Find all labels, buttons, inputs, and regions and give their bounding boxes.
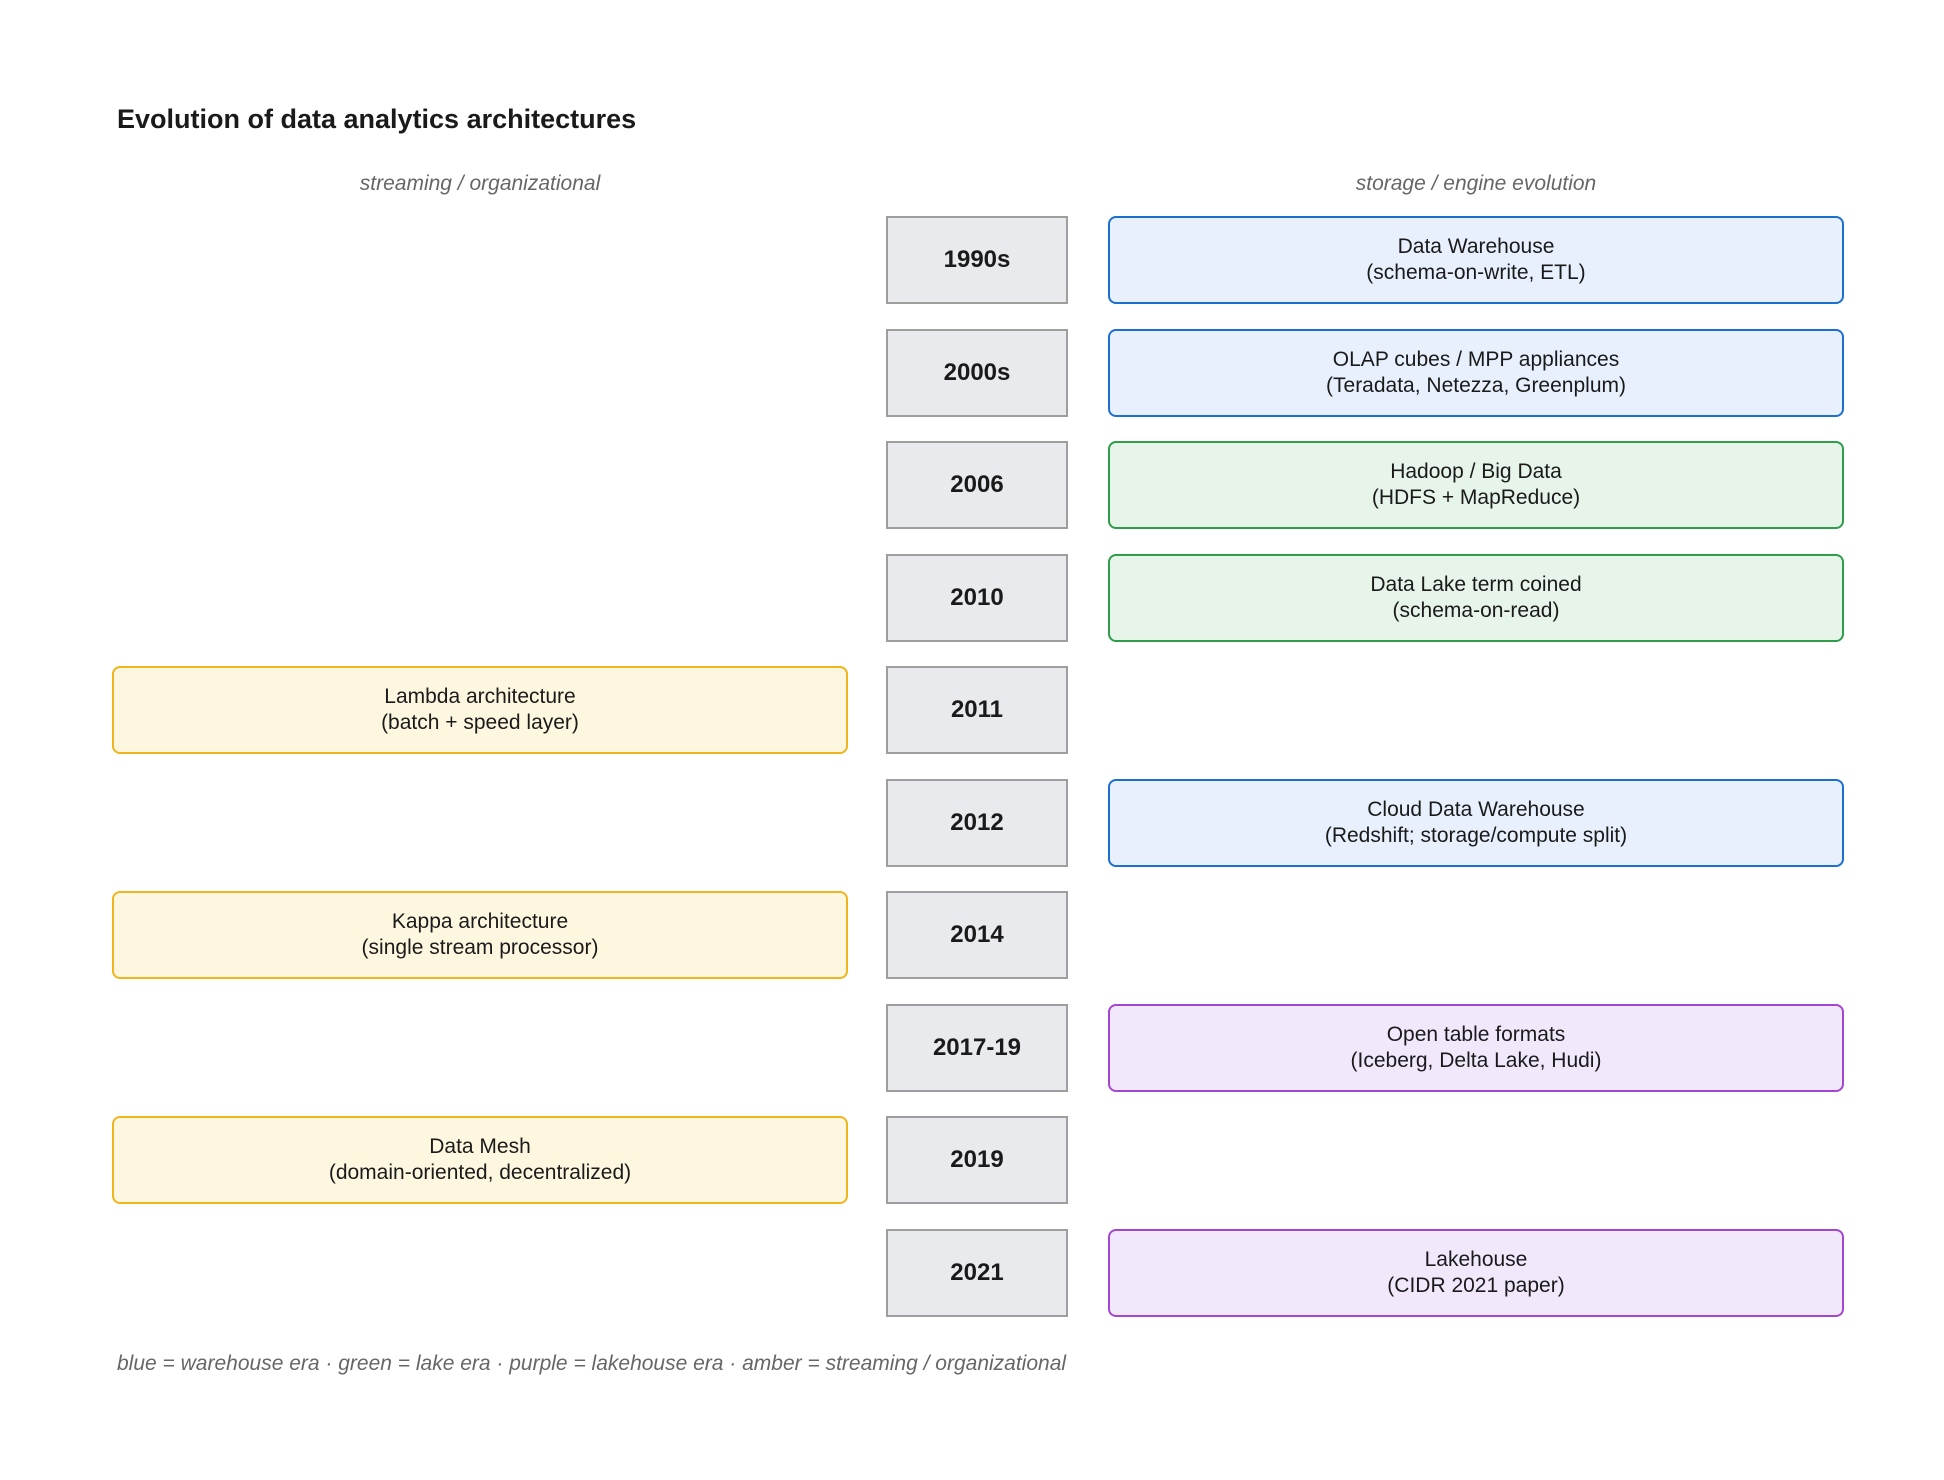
event-detail: (schema-on-write, ETL) (1366, 261, 1586, 284)
event-detail: (Iceberg, Delta Lake, Hudi) (1350, 1049, 1602, 1072)
timeline-row: 2006 Hadoop / Big Data (HDFS + MapReduce… (0, 441, 1944, 531)
event-title: Data Lake term coined (1370, 573, 1582, 596)
event-detail: (Redshift; storage/compute split) (1324, 824, 1628, 847)
year-box: 2011 (886, 666, 1068, 754)
color-legend: blue = warehouse era · green = lake era … (117, 1352, 1067, 1375)
timeline-row: 2012 Cloud Data Warehouse (Redshift; sto… (0, 779, 1944, 869)
year-box: 2000s (886, 329, 1068, 417)
event-box: Open table formats (Iceberg, Delta Lake,… (1108, 1004, 1844, 1092)
event-detail: (CIDR 2021 paper) (1387, 1274, 1565, 1297)
year-box: 1990s (886, 216, 1068, 304)
event-box: Lakehouse (CIDR 2021 paper) (1108, 1229, 1844, 1317)
event-title: Lakehouse (1424, 1248, 1528, 1271)
event-title: Kappa architecture (391, 910, 569, 933)
event-box: Data Mesh (domain-oriented, decentralize… (112, 1116, 848, 1204)
event-box: Kappa architecture (single stream proces… (112, 891, 848, 979)
event-detail: (Teradata, Netezza, Greenplum) (1326, 374, 1626, 397)
year-box: 2014 (886, 891, 1068, 979)
event-detail: (HDFS + MapReduce) (1371, 486, 1581, 509)
event-box: Data Lake term coined (schema-on-read) (1108, 554, 1844, 642)
event-box: Lambda architecture (batch + speed layer… (112, 666, 848, 754)
event-detail: (single stream processor) (361, 936, 599, 959)
timeline-row: Kappa architecture (single stream proces… (0, 891, 1944, 981)
event-title: Hadoop / Big Data (1390, 460, 1562, 483)
year-box: 2010 (886, 554, 1068, 642)
right-column-header: storage / engine evolution (1355, 172, 1597, 195)
event-title: Open table formats (1386, 1023, 1566, 1046)
left-column-header: streaming / organizational (359, 172, 601, 195)
event-detail: (batch + speed layer) (381, 711, 579, 734)
event-box: Cloud Data Warehouse (Redshift; storage/… (1108, 779, 1844, 867)
event-box: Data Warehouse (schema-on-write, ETL) (1108, 216, 1844, 304)
timeline-row: 2000s OLAP cubes / MPP appliances (Terad… (0, 329, 1944, 419)
event-title: Cloud Data Warehouse (1367, 798, 1585, 821)
timeline-row: Lambda architecture (batch + speed layer… (0, 666, 1944, 756)
timeline-row: 2010 Data Lake term coined (schema-on-re… (0, 554, 1944, 644)
timeline-row: 2017-19 Open table formats (Iceberg, Del… (0, 1004, 1944, 1094)
event-box: Hadoop / Big Data (HDFS + MapReduce) (1108, 441, 1844, 529)
event-box: OLAP cubes / MPP appliances (Teradata, N… (1108, 329, 1844, 417)
year-box: 2019 (886, 1116, 1068, 1204)
event-title: OLAP cubes / MPP appliances (1332, 348, 1620, 371)
event-title: Lambda architecture (384, 685, 576, 708)
year-box: 2021 (886, 1229, 1068, 1317)
year-box: 2012 (886, 779, 1068, 867)
timeline-row: Data Mesh (domain-oriented, decentralize… (0, 1116, 1944, 1206)
timeline-row: 1990s Data Warehouse (schema-on-write, E… (0, 216, 1944, 306)
event-title: Data Warehouse (1397, 235, 1555, 258)
timeline-row: 2021 Lakehouse (CIDR 2021 paper) (0, 1229, 1944, 1319)
event-detail: (schema-on-read) (1392, 599, 1560, 622)
event-title: Data Mesh (429, 1135, 531, 1158)
year-box: 2006 (886, 441, 1068, 529)
year-box: 2017-19 (886, 1004, 1068, 1092)
diagram-title: Evolution of data analytics architecture… (117, 104, 637, 134)
event-detail: (domain-oriented, decentralized) (328, 1161, 632, 1184)
